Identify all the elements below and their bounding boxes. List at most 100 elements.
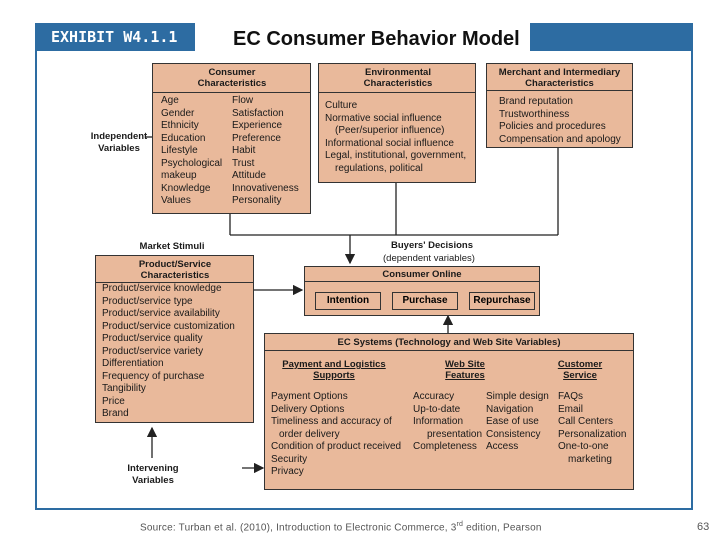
list-item: One-to-one <box>558 441 609 452</box>
environmental-heading: Environmental Characteristics <box>363 67 433 89</box>
list-item: Product/service availability <box>102 308 220 319</box>
list-item: Legal, institutional, government, <box>325 150 467 161</box>
buyers-decisions-heading: Buyers' Decisions <box>391 240 473 251</box>
exhibit-label: EXHIBIT W4.1.1 <box>35 23 195 51</box>
list-item: Frequency of purchase <box>102 370 205 382</box>
list-item: Informational social influence <box>325 137 454 149</box>
citation-sup: rd <box>456 521 464 528</box>
list-item: Price <box>102 395 125 407</box>
list-item: Personality <box>232 195 282 206</box>
product-heading: Product/Service Characteristics <box>138 259 212 281</box>
list-item: Education <box>161 132 206 144</box>
list-item: Ease of use <box>486 416 539 427</box>
list-item: Tangibility <box>102 383 146 394</box>
ec-systems-box: EC Systems (Technology and Web Site Vari… <box>264 333 634 490</box>
list-item: Brand reputation <box>499 96 573 107</box>
list-item: Email <box>558 403 584 415</box>
list-item: Simple design <box>486 391 549 402</box>
list-item: Knowledge <box>161 182 211 194</box>
consumer-characteristics-box: Consumer Characteristics Age Gender Ethn… <box>152 63 311 214</box>
list-item: Trust <box>232 157 255 169</box>
citation-suffix: edition, Pearson <box>463 522 542 534</box>
product-list: Product/service knowledge Product/servic… <box>102 283 235 421</box>
list-item: Trustworthiness <box>499 108 570 120</box>
list-item: Differentiation <box>102 358 164 369</box>
list-item: Experience <box>232 120 283 131</box>
list-item: Timeliness and accuracy of <box>271 416 392 427</box>
list-item: marketing <box>568 453 612 465</box>
ec-systems-divider <box>265 350 633 351</box>
market-stimuli-label: Market Stimuli <box>139 241 205 252</box>
list-item: Product/service customization <box>102 320 235 332</box>
list-item: Security <box>271 453 308 465</box>
list-item: Flow <box>232 95 254 106</box>
list-item: Policies and procedures <box>499 121 606 132</box>
customer-service-list: FAQs Email Call Centers Personalization … <box>558 391 626 466</box>
diagram-title: EC Consumer Behavior Model <box>195 23 530 51</box>
intention-box: Intention <box>315 292 381 310</box>
ec-systems-heading: EC Systems (Technology and Web Site Vari… <box>337 337 561 348</box>
website-heading: Web Site Features <box>445 359 485 381</box>
intervening-variables-label: Intervening Variables <box>127 463 179 486</box>
list-item: Payment Options <box>271 391 348 402</box>
environmental-characteristics-box: Environmental Characteristics Culture No… <box>318 63 476 183</box>
list-item: Normative social influence <box>325 112 442 124</box>
citation-text: Source: Turban et al. (2010), Introducti… <box>140 522 457 534</box>
list-item: Up-to-date <box>413 403 461 415</box>
product-service-box: Product/Service Characteristics Product/… <box>95 255 254 423</box>
list-item: Attitude <box>232 170 266 181</box>
independent-variables-label: Independent Variables <box>90 131 148 154</box>
list-item: FAQs <box>558 391 584 402</box>
buyers-decisions-subheading: (dependent variables) <box>383 253 475 264</box>
list-item: Product/service knowledge <box>102 283 222 294</box>
list-item: Personalization <box>558 428 627 440</box>
list-item: Habit <box>232 145 256 156</box>
list-item: Accuracy <box>413 391 455 402</box>
customer-service-heading: Customer Service <box>557 359 603 381</box>
list-item: Access <box>486 441 519 452</box>
consumer-col2: Flow Satisfaction Experience Preference … <box>232 95 299 208</box>
payment-list: Payment Options Delivery Options Timelin… <box>271 391 401 479</box>
source-citation: Source: Turban et al. (2010), Introducti… <box>140 521 542 533</box>
merchant-heading: Merchant and Intermediary Characteristic… <box>498 67 621 89</box>
consumer-online-heading: Consumer Online <box>382 269 462 280</box>
list-item: Innovativeness <box>232 182 299 194</box>
list-item: Brand <box>102 408 129 419</box>
list-item: Psychological <box>161 157 223 169</box>
repurchase-box: Repurchase <box>469 292 535 310</box>
list-item: Values <box>161 195 191 206</box>
purchase-box: Purchase <box>392 292 458 310</box>
list-item: Product/service type <box>102 295 193 307</box>
list-item: regulations, political <box>335 162 423 174</box>
list-item: Delivery Options <box>271 403 345 415</box>
list-item: Information <box>413 416 464 427</box>
list-item: Call Centers <box>558 416 614 427</box>
list-item: Satisfaction <box>232 107 284 119</box>
product-divider <box>96 282 253 283</box>
website-col1: Accuracy Up-to-date Information presenta… <box>413 391 482 454</box>
list-item: makeup <box>161 170 197 181</box>
page-number: 63 <box>697 521 710 533</box>
list-item: (Peer/superior influence) <box>335 125 445 136</box>
merchant-divider <box>487 90 632 91</box>
environmental-list: Culture Normative social influence (Peer… <box>325 100 466 175</box>
list-item: Compensation and apology <box>499 133 621 145</box>
consumer-divider <box>153 92 310 93</box>
list-item: Lifestyle <box>161 145 198 156</box>
consumer-col1: Age Gender Ethnicity Education Lifestyle… <box>161 95 222 208</box>
consumer-online-box: Consumer Online Intention Purchase Repur… <box>304 266 540 316</box>
consumer-heading: Consumer Characteristics <box>197 67 267 89</box>
merchant-list: Brand reputation Trustworthiness Policie… <box>499 96 621 146</box>
list-item: Privacy <box>271 466 304 477</box>
list-item: presentation <box>427 428 483 440</box>
list-item: Preference <box>232 132 281 144</box>
website-col2: Simple design Navigation Ease of use Con… <box>486 391 549 454</box>
list-item: Consistency <box>486 428 541 440</box>
list-item: Navigation <box>486 403 534 415</box>
list-item: Age <box>161 95 179 106</box>
list-item: Gender <box>161 107 195 119</box>
payment-heading: Payment and Logistics Supports <box>282 359 386 381</box>
list-item: Ethnicity <box>161 120 199 131</box>
list-item: Product/service variety <box>102 345 204 357</box>
